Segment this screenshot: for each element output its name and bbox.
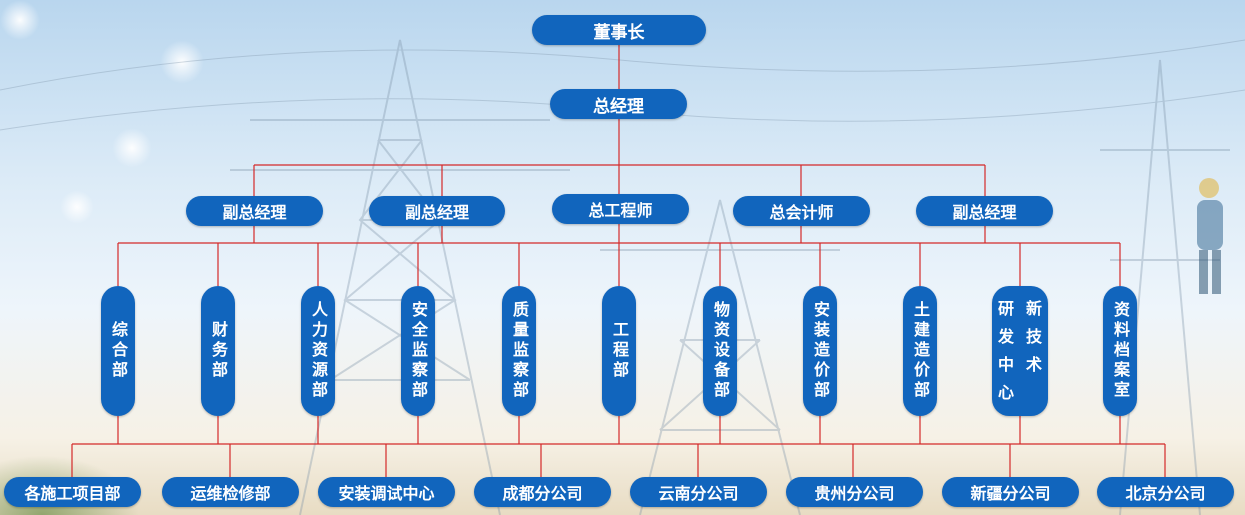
rnd-center-char: 发 [997,327,1014,346]
department-finance: 财务部 [201,286,235,416]
light-glow [60,190,94,224]
deputy-gm-node-1: 副总经理 [186,196,323,226]
branch-yunnan: 云南分公司 [630,477,767,507]
rnd-center-char: 技 [1025,327,1042,346]
branch-beijing: 北京分公司 [1097,477,1234,507]
department-install-cost: 安装造价部 [803,286,837,416]
department-safety: 安全监察部 [401,286,435,416]
chairman-node: 董事长 [532,15,706,45]
department-admin: 综合部 [101,286,135,416]
rnd-center-label: 研新发技中术心 [992,295,1048,407]
branch-xinjiang: 新疆分公司 [942,477,1079,507]
department-archives: 资料档案室 [1103,286,1137,416]
branch-chengdu: 成都分公司 [474,477,611,507]
deputy-gm-node-3: 副总经理 [916,196,1053,226]
light-glow [160,40,204,84]
worker-figure [1197,178,1223,294]
chief-accountant-node: 总会计师 [733,196,870,226]
deputy-gm-node-2: 副总经理 [369,196,505,226]
department-hr: 人力资源部 [301,286,335,416]
light-glow [0,0,40,40]
department-civil-cost: 土建造价部 [903,286,937,416]
branch-maintenance: 运维检修部 [162,477,299,507]
rnd-center-char: 心 [997,383,1014,402]
general-manager-node: 总经理 [550,89,687,119]
branch-commissioning-center: 安装调试中心 [318,477,455,507]
chief-engineer-node: 总工程师 [552,194,689,224]
branch-guizhou: 贵州分公司 [786,477,923,507]
rnd-center-char: 术 [1025,355,1042,374]
department-engineering: 工程部 [602,286,636,416]
department-rnd-center: 研新发技中术心 [992,286,1048,416]
department-quality: 质量监察部 [502,286,536,416]
rnd-center-char: 新 [1025,299,1042,318]
light-glow [112,128,152,168]
rnd-center-char: 研 [997,299,1014,318]
department-materials: 物资设备部 [703,286,737,416]
rnd-center-char: 中 [997,355,1014,374]
branch-project-depts: 各施工项目部 [4,477,141,507]
